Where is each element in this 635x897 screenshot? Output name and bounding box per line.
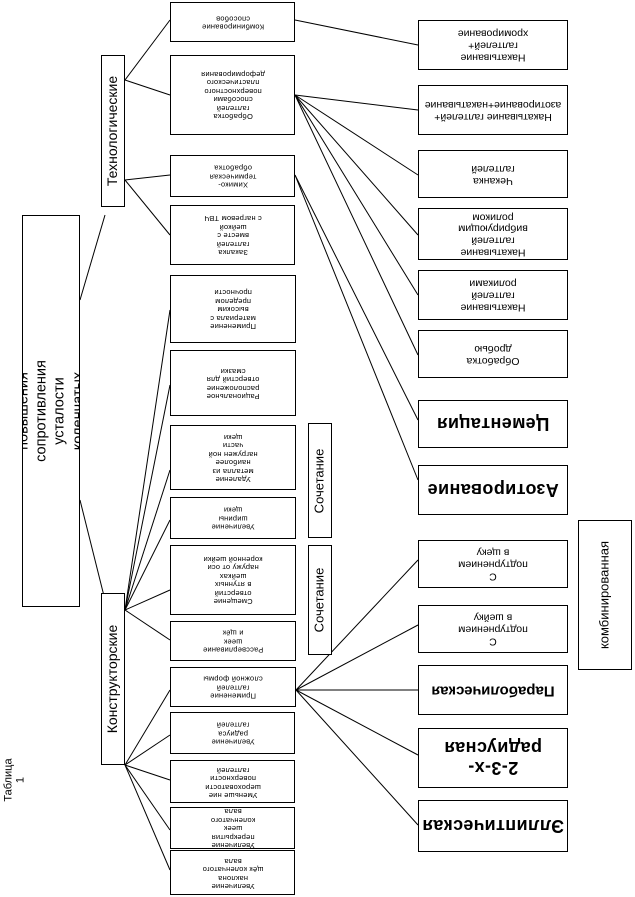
combination-label: Сочетание [311, 567, 327, 633]
method-text: Применение галтелей сложной формы [203, 674, 263, 701]
tech-method-text: Закалка галтелей вместе с шейкой с нагре… [203, 214, 262, 257]
fillet-shape-text: Параболическая [431, 682, 555, 700]
tech-method-box: Комбинирование способов [170, 2, 295, 42]
method-box: Применение галтелей сложной формы [170, 667, 296, 707]
combination-box: Сочетание [308, 423, 332, 538]
method-text: Применение материала с высоким пределом … [210, 288, 256, 331]
chemical-treatment-text: Цементация [436, 414, 550, 435]
method-text: Смещение отверстий в ятунных шейках нару… [203, 555, 263, 607]
method-text: Удаление металла из наиболее нагружен но… [208, 432, 258, 484]
method-text: Уменьше ние шероховатости поверхности га… [204, 765, 261, 800]
ppd-method-box: Накатывание галтелей+ хромирование [418, 20, 568, 70]
method-box: Удаление металла из наиболее нагружен но… [170, 425, 296, 490]
tech-method-box: Обработка галтелей способами поверхностн… [170, 55, 295, 135]
combined-label: комбинированная [596, 540, 612, 650]
fillet-shape-box: С подтурнением в шейку [418, 605, 568, 653]
tech-method-box: Химико-термическая обработка [170, 155, 295, 197]
ppd-method-box: Накатывание галтелей вибрирующим роликом [418, 208, 568, 260]
chemical-treatment-text: Азотирование [427, 480, 559, 501]
tech-method-text: Комбинирование способов [201, 14, 264, 32]
ppd-method-text: Чеканка галтелей [471, 163, 515, 187]
fillet-shape-text: С подтурнением в щеку [458, 547, 528, 583]
category-technological-label: Технологические [104, 75, 121, 187]
combination-label: Сочетание [311, 448, 327, 513]
combined-box: комбинированная [578, 520, 632, 670]
fillet-shape-box: Параболическая [418, 665, 568, 715]
fillet-shape-text: Эллиптическая [421, 816, 565, 837]
ppd-method-text: Накатывание галтелей+ хромирование [457, 28, 529, 64]
ppd-method-box: Чеканка галтелей [418, 150, 568, 198]
method-text: Рассверливание шеек и щёк [202, 628, 264, 655]
method-box: Увеличение наклона щёк коленчатого вала [170, 850, 295, 895]
fillet-shape-text: 2-3-х-радиусная [443, 738, 543, 779]
method-box: Увеличение радиуса галтелей [170, 712, 295, 754]
page-title: Способы повышения сопротивления усталост… [22, 360, 80, 462]
method-text: Увеличение наклона щёк коленчатого вала [202, 856, 263, 891]
tech-method-box: Закалка галтелей вместе с шейкой с нагре… [170, 205, 295, 265]
ppd-method-text: Накатывание галтелей+ азотирование+накат… [424, 99, 562, 123]
ppd-method-box: Накатывание галтелей+ азотирование+накат… [418, 85, 568, 135]
tech-method-text: Химико-термическая обработка [209, 163, 256, 190]
method-box: Смещение отверстий в ятунных шейках нару… [170, 545, 296, 615]
ppd-method-box: Накатывание галтелей роликами [418, 270, 568, 320]
chemical-treatment-box: Цементация [418, 400, 568, 448]
category-constructive: Конструкторские [101, 593, 125, 765]
ppd-method-text: Обработка дробью [466, 343, 520, 367]
method-text: Увеличение перекрытия шеек коленчатого в… [210, 807, 255, 849]
table-label: Таблица 1 [3, 745, 27, 815]
method-text: Рациональное расположение отверстий для … [206, 366, 260, 401]
title-box: Способы повышения сопротивления усталост… [22, 215, 80, 607]
ppd-method-box: Обработка дробью [418, 330, 568, 378]
ppd-method-text: Накатывание галтелей вибрирующим роликом [458, 211, 528, 259]
fillet-shape-text: С подтурнением в шейку [458, 612, 528, 648]
method-box: Рассверливание шеек и щёк [170, 621, 296, 661]
fillet-shape-box: С подтурнением в щеку [418, 540, 568, 588]
method-box: Рациональное расположение отверстий для … [170, 350, 296, 416]
method-box: Уменьше ние шероховатости поверхности га… [170, 760, 295, 803]
category-technological: Технологические [101, 55, 125, 207]
method-text: Увеличение радиуса галтелей [210, 720, 255, 747]
category-constructive-label: Конструкторские [104, 624, 121, 734]
fillet-shape-box: Эллиптическая [418, 800, 568, 852]
tech-method-text: Обработка галтелей способами поверхностн… [200, 70, 265, 122]
method-box: Увеличение перекрытия шеек коленчатого в… [170, 807, 295, 849]
chemical-treatment-box: Азотирование [418, 465, 568, 515]
method-box: Применение материала с высоким пределом … [170, 275, 296, 343]
method-text: Увеличение ширины щеки [211, 505, 255, 532]
fillet-shape-box: 2-3-х-радиусная [418, 728, 568, 788]
method-box: Увеличение ширины щеки [170, 497, 296, 539]
ppd-method-text: Накатывание галтелей роликами [460, 278, 526, 314]
table-label-text: Таблица 1 [2, 758, 27, 802]
combination-box: Сочетание [308, 545, 332, 655]
